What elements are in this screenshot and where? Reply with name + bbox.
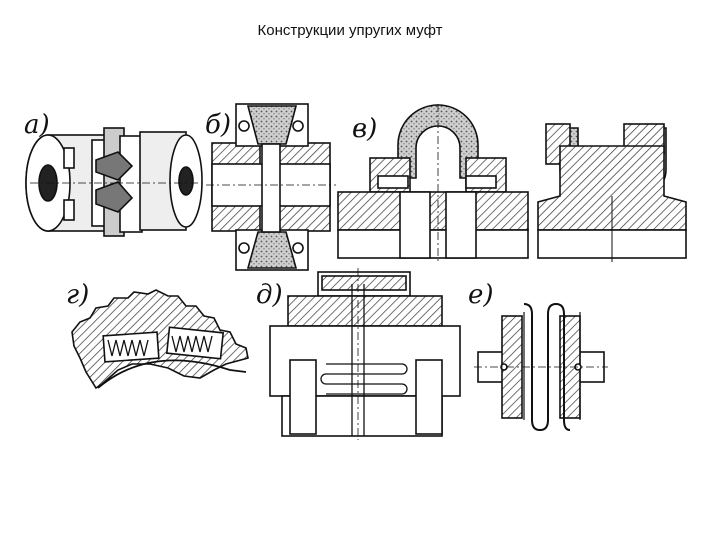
label-g: г) xyxy=(66,280,89,310)
coupling-g: г) xyxy=(66,280,249,390)
label-d: д) xyxy=(256,280,283,310)
coupling-v: в) xyxy=(337,104,687,262)
slide-title: Конструкции упругих муфт xyxy=(257,22,443,39)
coupling-b: б) xyxy=(205,103,336,271)
coupling-d: д) xyxy=(256,268,461,440)
label-v: в) xyxy=(352,114,377,144)
coupling-e: е) xyxy=(468,280,608,432)
label-b: б) xyxy=(205,110,231,140)
label-e: е) xyxy=(468,280,494,310)
coupling-a: а) xyxy=(24,110,203,237)
